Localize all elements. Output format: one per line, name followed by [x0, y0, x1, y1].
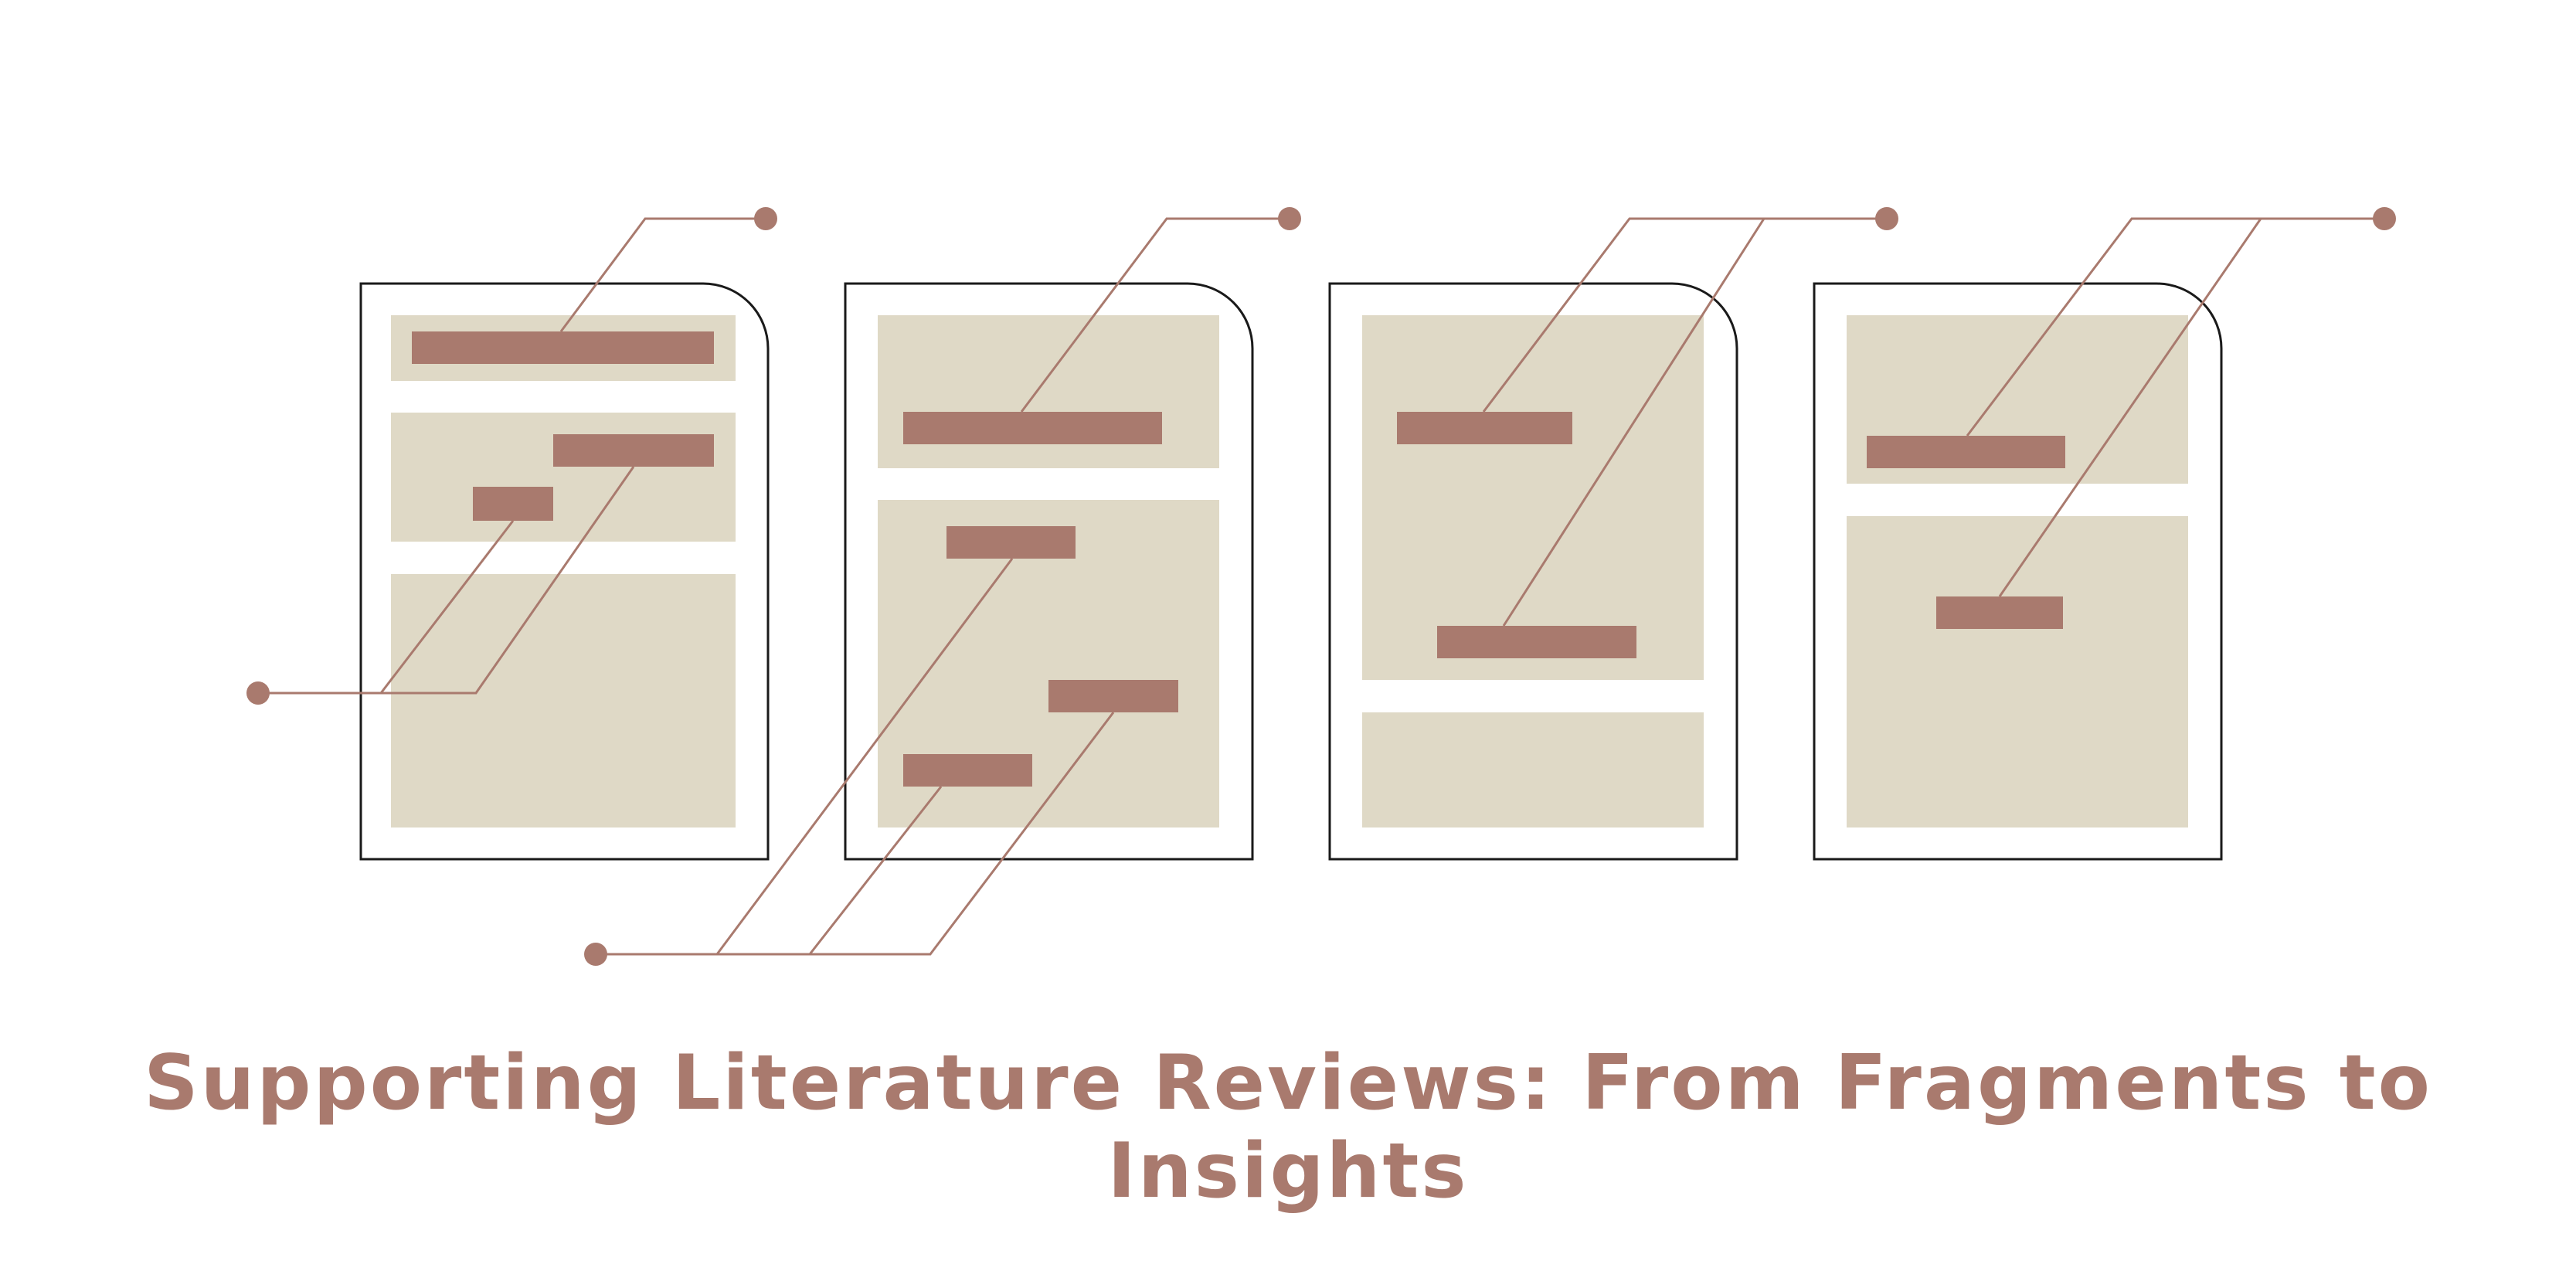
- document-1-highlight-1: [412, 331, 714, 364]
- connector-doc4-top-b: [1998, 218, 2262, 597]
- anchor-doc4-top: [2373, 207, 2396, 230]
- document-2-highlight-1: [903, 412, 1162, 444]
- anchor-doc1-top: [754, 207, 777, 230]
- document-4-highlight-1: [1867, 436, 2065, 468]
- document-4-section-2: [1847, 516, 2188, 828]
- connector-doc4-top-a: [1966, 217, 2384, 437]
- anchor-doc2-top: [1278, 207, 1301, 230]
- anchor-doc3-top: [1875, 207, 1898, 230]
- connector-doc2-bottom-c: [810, 712, 1115, 956]
- document-1-section-3: [391, 574, 736, 828]
- connector-doc3-top-b: [1502, 218, 1765, 627]
- anchors: [246, 207, 2396, 966]
- connector-doc1-left-b: [381, 466, 635, 695]
- connector-doc2-top: [1020, 217, 1290, 413]
- document-1-highlight-3: [473, 487, 553, 521]
- diagram-title: Supporting Literature Reviews: From Frag…: [144, 1039, 2432, 1215]
- document-2-highlight-2: [946, 526, 1076, 559]
- connectors: [258, 217, 2384, 956]
- document-4-highlight-2: [1936, 596, 2063, 629]
- anchor-doc2-bottom: [584, 943, 607, 966]
- connector-doc3-top-a: [1482, 217, 1887, 413]
- document-1: [359, 282, 770, 861]
- anchor-doc1-left: [246, 681, 270, 705]
- document-2: [844, 282, 1254, 861]
- document-3: [1328, 282, 1738, 861]
- document-3-highlight-2: [1437, 626, 1636, 658]
- document-3-section-2: [1362, 712, 1704, 828]
- document-1-section-2: [391, 413, 736, 542]
- document-2-highlight-4: [903, 754, 1032, 787]
- document-2-highlight-3: [1048, 680, 1178, 712]
- connector-doc1-top: [559, 217, 766, 332]
- document-3-section-1: [1362, 315, 1704, 680]
- document-1-highlight-2: [553, 434, 714, 467]
- document-3-highlight-1: [1397, 412, 1572, 444]
- document-2-section-1: [878, 315, 1219, 468]
